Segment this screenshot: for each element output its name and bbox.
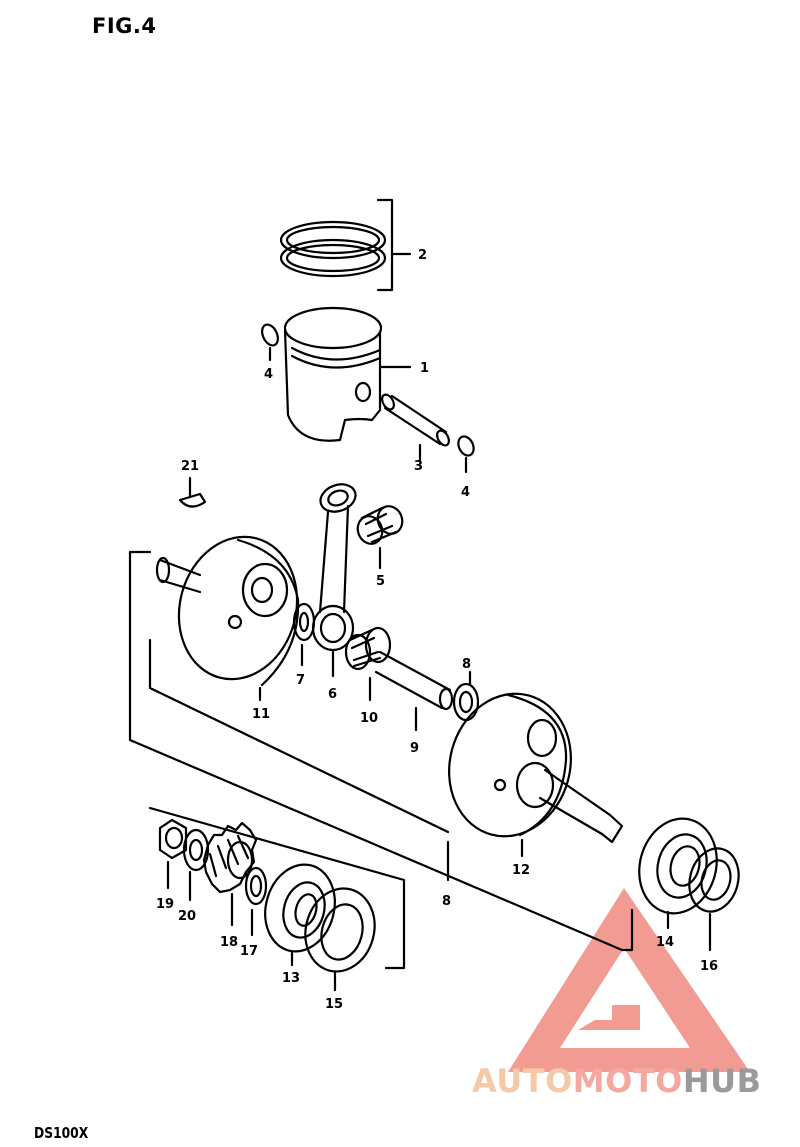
callout-3: 3 bbox=[414, 459, 423, 474]
callout-18: 18 bbox=[220, 935, 238, 950]
piston-rings bbox=[279, 198, 412, 292]
callout-5: 5 bbox=[376, 574, 385, 589]
callout-7: 6 bbox=[328, 687, 337, 702]
circlip-left bbox=[261, 323, 279, 362]
callout-6: 8 bbox=[442, 894, 451, 909]
thrust-washer-left bbox=[292, 602, 316, 667]
thrust-washer-right bbox=[452, 670, 480, 722]
callout-14: 14 bbox=[656, 935, 674, 950]
piston-pin bbox=[381, 393, 450, 462]
left-group-bracket bbox=[148, 806, 406, 970]
callout-2: 2 bbox=[418, 248, 427, 263]
drive-washer bbox=[182, 828, 210, 902]
callout-15: 15 bbox=[325, 997, 343, 1012]
circlip-right bbox=[457, 435, 475, 474]
primary-drive-nut bbox=[158, 818, 188, 890]
callout-9: 9 bbox=[410, 741, 419, 756]
callout-8-right: 8 bbox=[462, 657, 471, 672]
callout-8-left: 7 bbox=[296, 673, 305, 688]
callout-11: 11 bbox=[252, 707, 270, 722]
crank-pin bbox=[374, 650, 454, 732]
callout-19: 19 bbox=[156, 897, 174, 912]
callout-labels: 2 1 4 3 4 21 5 7 6 8 11 10 9 12 8 14 16 … bbox=[156, 248, 718, 1012]
watermark-hub: HUB bbox=[682, 1062, 762, 1100]
watermark-moto: MOTO bbox=[572, 1062, 683, 1100]
callout-10: 10 bbox=[360, 711, 378, 726]
crank-half-right bbox=[448, 692, 624, 858]
bearing-right bbox=[638, 817, 718, 930]
figure-title: FIG.4 bbox=[92, 14, 157, 38]
crankshaft-assembly-bracket bbox=[128, 550, 634, 952]
callout-20: 20 bbox=[178, 909, 196, 924]
piston bbox=[283, 306, 412, 442]
model-code: DS100X bbox=[34, 1124, 89, 1142]
watermark-auto: AUTO bbox=[472, 1062, 573, 1100]
spacer bbox=[244, 866, 268, 937]
crank-half-left bbox=[155, 535, 300, 702]
callout-12: 12 bbox=[512, 863, 530, 878]
watermark-logo-text: AUTOMOTOHUB bbox=[472, 1062, 762, 1100]
bearing-left bbox=[264, 863, 336, 967]
oil-seal-left bbox=[304, 887, 376, 992]
woodruff-key bbox=[178, 476, 207, 508]
callout-4-right: 4 bbox=[461, 485, 470, 500]
callout-21: 21 bbox=[181, 459, 199, 474]
oil-seal-right bbox=[688, 847, 740, 952]
needle-bearing-big bbox=[344, 626, 392, 702]
watermark-triangle bbox=[508, 888, 750, 1072]
callout-4-left: 4 bbox=[264, 367, 273, 382]
callout-1: 1 bbox=[420, 361, 429, 376]
callout-13: 13 bbox=[282, 971, 300, 986]
callout-17: 17 bbox=[240, 944, 258, 959]
callout-16: 16 bbox=[700, 959, 718, 974]
primary-drive-gear bbox=[202, 821, 258, 927]
needle-bearing-small bbox=[356, 505, 404, 570]
connecting-rod bbox=[311, 483, 357, 678]
